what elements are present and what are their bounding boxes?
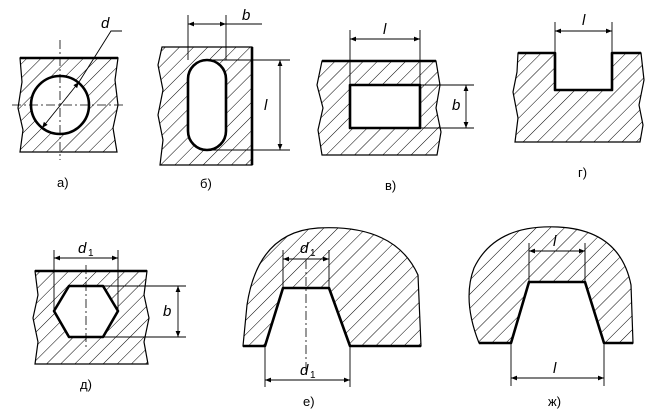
figure-d: l г) <box>512 12 645 180</box>
figure-g-label-l-top: l <box>553 233 557 250</box>
figure-c-label-b: b <box>452 97 460 114</box>
figure-f-slot-edge <box>243 286 421 348</box>
figure-a-label-d: d <box>101 15 110 32</box>
figure-a: d а) <box>12 15 124 190</box>
figure-g-material <box>468 226 634 344</box>
figure-f-caption: е) <box>303 394 315 409</box>
figure-c-label-l: l <box>383 21 387 38</box>
figure-g: l l ж) <box>468 226 634 409</box>
figure-f-label-d-top: d <box>300 240 309 257</box>
figure-a-caption: а) <box>57 175 69 190</box>
figure-e-label-b: b <box>163 303 171 320</box>
figure-c-caption: в) <box>385 178 396 193</box>
figure-b-label-b: b <box>242 7 250 24</box>
figure-e-caption: д) <box>80 377 92 392</box>
figure-g-slot-edge <box>479 280 633 345</box>
figure-a-leader <box>78 30 122 83</box>
figure-b-caption: б) <box>200 176 212 191</box>
figure-d-slot-edge <box>518 51 641 92</box>
figure-d-label-l: l <box>582 12 586 29</box>
figure-e: d 1 b д) <box>32 240 186 392</box>
figure-c: l b в) <box>316 21 474 193</box>
figure-a-dim-d <box>41 81 80 129</box>
figure-d-material <box>512 52 645 143</box>
figure-g-label-l-bottom: l <box>553 360 557 377</box>
figure-g-caption: ж) <box>548 394 561 409</box>
figure-b-slot <box>186 58 228 152</box>
figure-b: b l б) <box>157 7 290 191</box>
figure-f-label-d-top-sub: 1 <box>310 248 316 259</box>
figure-f-label-d-bottom: d <box>300 362 309 379</box>
figure-f-label-d-bottom-sub: 1 <box>310 370 316 381</box>
figure-d-caption: г) <box>578 165 587 180</box>
figure-f: d 1 d 1 е) <box>242 227 422 409</box>
figure-b-label-l: l <box>264 97 268 114</box>
figure-c-hole <box>348 83 422 130</box>
figure-e-label-d: d <box>78 240 87 257</box>
figure-e-label-d-sub: 1 <box>88 248 94 259</box>
